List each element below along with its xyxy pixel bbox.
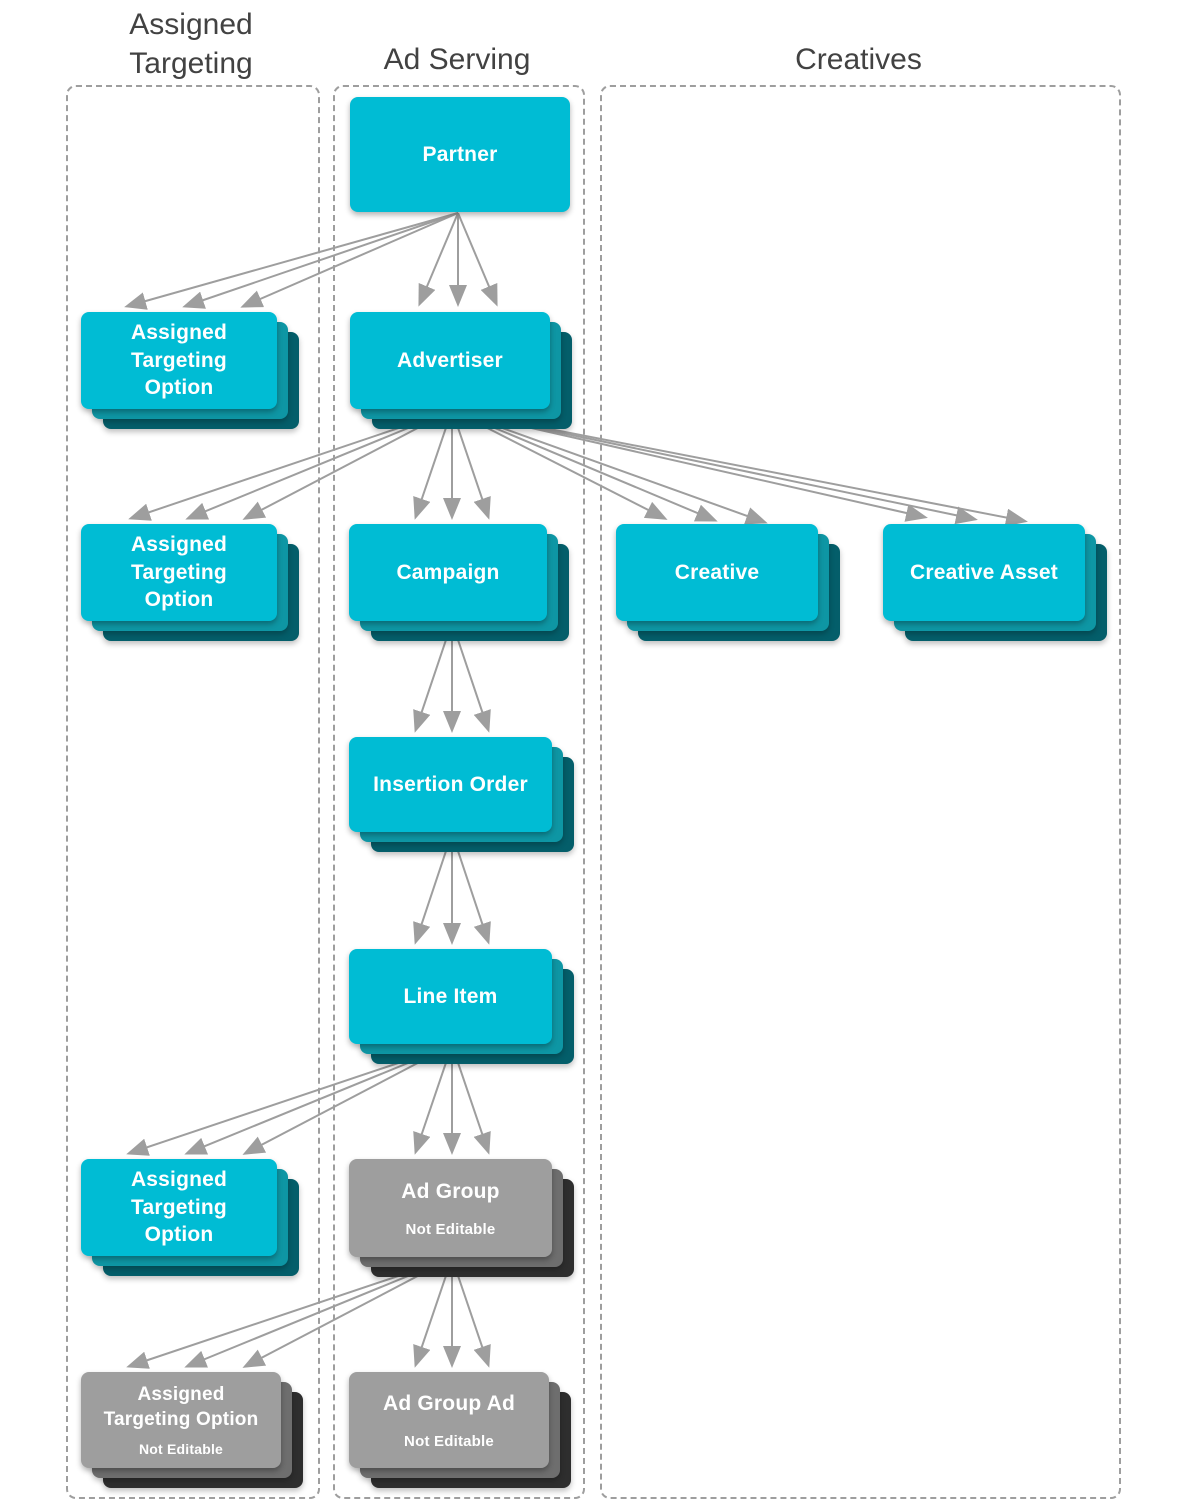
node-not-editable-badge: Not Editable (404, 1433, 494, 1451)
column-creatives (600, 85, 1121, 1499)
node-label: Assigned Targeting Option (130, 1167, 228, 1247)
node-assigned-targeting-option-2: Assigned Targeting Option (81, 524, 299, 641)
column-title-creatives: Creatives (795, 43, 922, 76)
node-label: Assigned Targeting Option (103, 1383, 259, 1430)
node-assigned-targeting-option-3: Assigned Targeting Option (81, 1159, 299, 1276)
node-label: Partner (422, 142, 498, 166)
node-not-editable-badge: Not Editable (138, 1441, 224, 1458)
node-assigned-targeting-option-1: Assigned Targeting Option (81, 312, 299, 429)
node-label: Insertion Order (373, 772, 528, 796)
node-line-item: Line Item (349, 949, 574, 1064)
node-insertion-order: Insertion Order (349, 737, 574, 852)
node-partner: Partner (350, 97, 570, 212)
column-ad-serving (333, 85, 585, 1499)
node-label: Ad Group Ad (382, 1391, 516, 1415)
node-label: Line Item (403, 984, 498, 1008)
node-label: Ad Group (401, 1179, 500, 1203)
node-not-editable-badge: Not Editable (405, 1221, 496, 1239)
node-campaign: Campaign (349, 524, 569, 641)
column-assigned-targeting (66, 85, 320, 1499)
node-label: Creative Asset (910, 560, 1058, 584)
node-ad-group-ad: Ad Group Ad Not Editable (349, 1372, 571, 1488)
node-label: Assigned Targeting Option (130, 320, 228, 400)
node-creative-asset: Creative Asset (883, 524, 1107, 641)
node-advertiser: Advertiser (350, 312, 572, 429)
node-assigned-targeting-option-4: Assigned Targeting Option Not Editable (81, 1372, 303, 1488)
column-title-assigned-targeting: Assigned Targeting (129, 8, 253, 80)
column-title-ad-serving: Ad Serving (383, 43, 531, 76)
node-label: Assigned Targeting Option (130, 532, 228, 612)
node-creative: Creative (616, 524, 840, 641)
node-ad-group: Ad Group Not Editable (349, 1159, 574, 1277)
node-label: Creative (674, 560, 760, 584)
node-label: Campaign (396, 560, 500, 584)
node-label: Advertiser (397, 348, 503, 372)
